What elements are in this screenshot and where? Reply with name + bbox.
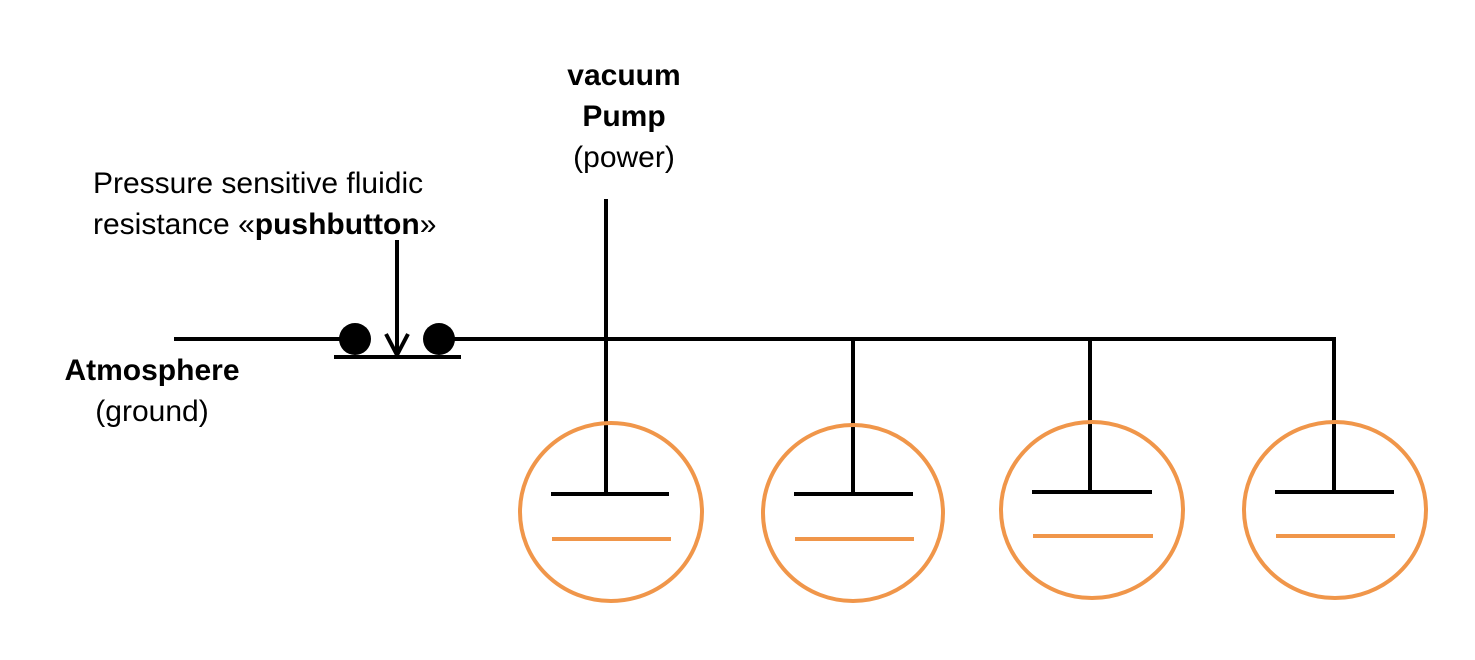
capsule-3-outline (999, 420, 1185, 600)
pushbutton-label-prefix: resistance « (93, 208, 255, 241)
pushbutton-arrow-head (384, 333, 410, 360)
pump-label: vacuum Pump (power) (524, 55, 724, 178)
pushbutton-label-line1: Pressure sensitive fluidic (93, 167, 424, 200)
pushbutton-contact-right (423, 323, 455, 355)
capsule-3 (999, 339, 1185, 600)
pushbutton-label-bold: pushbutton (254, 208, 420, 241)
pushbutton-symbol (334, 240, 461, 360)
capsule-1-outline (518, 421, 704, 603)
atmosphere-label: Atmosphere (ground) (32, 350, 272, 432)
atmosphere-label-line2: (ground) (95, 395, 209, 428)
capsule-4 (1242, 337, 1428, 600)
capsule-1 (518, 421, 704, 603)
capsule-2 (761, 339, 945, 603)
pushbutton-label-suffix: » (419, 208, 437, 241)
capsule-4-outline (1242, 420, 1428, 600)
pushbutton-label: Pressure sensitive fluidic resistance «p… (93, 163, 436, 245)
atmosphere-label-line1: Atmosphere (64, 354, 240, 387)
pump-label-line2: Pump (582, 100, 666, 133)
pump-label-line3: (power) (573, 141, 675, 174)
pushbutton-contact-left (339, 323, 371, 355)
capsule-2-outline (761, 423, 945, 603)
pushbutton-label-line2: resistance «pushbutton» (93, 204, 436, 245)
pump-label-line1: vacuum (567, 59, 681, 92)
